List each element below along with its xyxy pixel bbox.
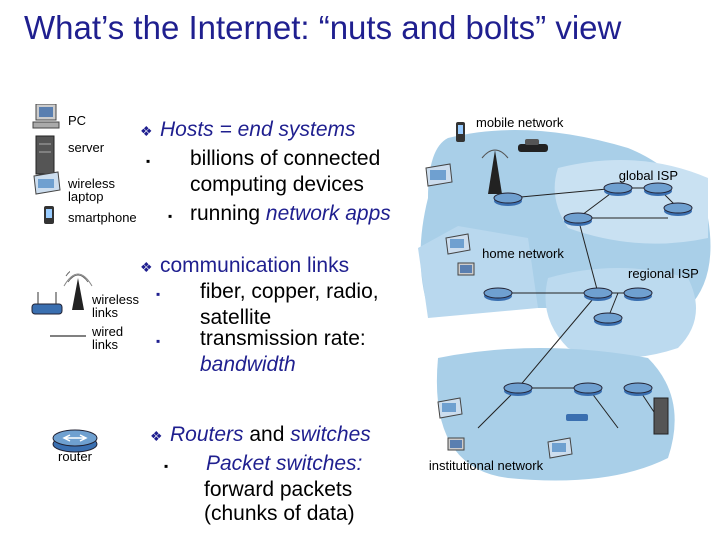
- pc-icon: [447, 437, 465, 451]
- bullet-square-icon: ▪: [156, 334, 161, 348]
- network-diagram: mobile network global ISP home network r…: [418, 115, 711, 481]
- label-institutional: institutional network: [429, 458, 544, 473]
- sub-fiber: ▪fiber, copper, radio, satellite: [156, 280, 379, 329]
- server-icon: [35, 135, 55, 175]
- router-icon: [663, 202, 693, 216]
- router-icon: [583, 287, 613, 301]
- server-icon: [653, 397, 669, 435]
- router-icon: [573, 382, 603, 396]
- router-icon: [503, 382, 533, 396]
- label-regional-isp: regional ISP: [628, 266, 699, 281]
- legend-server: server: [68, 140, 105, 155]
- smartphone-icon: [44, 206, 54, 224]
- router-icon: [52, 429, 98, 453]
- pc-icon: [32, 104, 60, 129]
- bullet-diamond-icon: ❖: [140, 123, 153, 139]
- label-global-isp: global ISP: [619, 168, 678, 183]
- sub-running: ▪running network apps: [168, 202, 428, 228]
- legend-pc: PC: [68, 113, 87, 128]
- router-icon: [643, 182, 673, 196]
- wireless-laptop-icon: [33, 171, 61, 195]
- sub-packet-switches: ▪Packet switches: forward packets (chunk…: [164, 452, 363, 525]
- access-point-icon: [566, 414, 588, 421]
- laptop-icon: [547, 437, 573, 459]
- page-title: What’s the Internet: “nuts and bolts” vi…: [24, 9, 622, 46]
- bullet-diamond-icon: ❖: [140, 259, 153, 275]
- label-home: home network: [482, 246, 564, 261]
- bullet-square-icon: ▪: [146, 154, 151, 168]
- sub-rate: ▪transmission rate: bandwidth: [156, 327, 366, 376]
- laptop-icon: [445, 233, 471, 255]
- router-icon: [623, 287, 653, 301]
- regional-isp-cloud: [545, 268, 696, 358]
- router-icon: [623, 382, 653, 396]
- cell-tower-icon: [481, 149, 509, 194]
- mobile-devices: [425, 122, 669, 459]
- sub-billions: ▪billions of connected computing devices: [146, 147, 381, 196]
- bullet-square-icon: ▪: [156, 287, 161, 301]
- legend-wireless-laptop: wireless laptop: [68, 176, 115, 204]
- bullet-square-icon: ▪: [168, 209, 173, 223]
- router-icon: [483, 287, 513, 301]
- router-icon: [563, 212, 593, 226]
- network-routers: [483, 182, 693, 396]
- legend-smartphone: smartphone: [68, 210, 137, 225]
- laptop-icon: [425, 163, 453, 187]
- car-icon: [518, 139, 548, 152]
- laptop-icon: [437, 397, 463, 419]
- bullet-routers: ❖Routers and switches: [150, 423, 371, 446]
- wireless-tower-icon: [65, 270, 70, 277]
- bullet-square-icon: ▪: [164, 459, 169, 473]
- legend-wired-links: wired links: [92, 324, 124, 352]
- access-point-icon: [31, 292, 63, 315]
- institutional-network-cloud: [436, 348, 675, 481]
- links-icons: [31, 273, 93, 337]
- legend-router: router: [58, 449, 92, 464]
- bullet-hosts: ❖Hosts = end systems: [140, 118, 356, 141]
- bullet-diamond-icon: ❖: [150, 428, 163, 444]
- bullet-comm: ❖communication links: [140, 254, 350, 277]
- home-network-area: [418, 226, 538, 318]
- global-isp-cloud: [554, 160, 708, 244]
- legend-icons: [32, 104, 70, 277]
- router-icon: [493, 192, 523, 206]
- smartphone-icon: [456, 122, 465, 142]
- pc-icon: [457, 262, 475, 276]
- router-icon: [603, 182, 633, 196]
- label-mobile-network: mobile network: [476, 115, 564, 130]
- router-icon: [593, 312, 623, 326]
- tower-icon: [63, 273, 93, 310]
- legend-wireless-links: wireless links: [92, 292, 139, 320]
